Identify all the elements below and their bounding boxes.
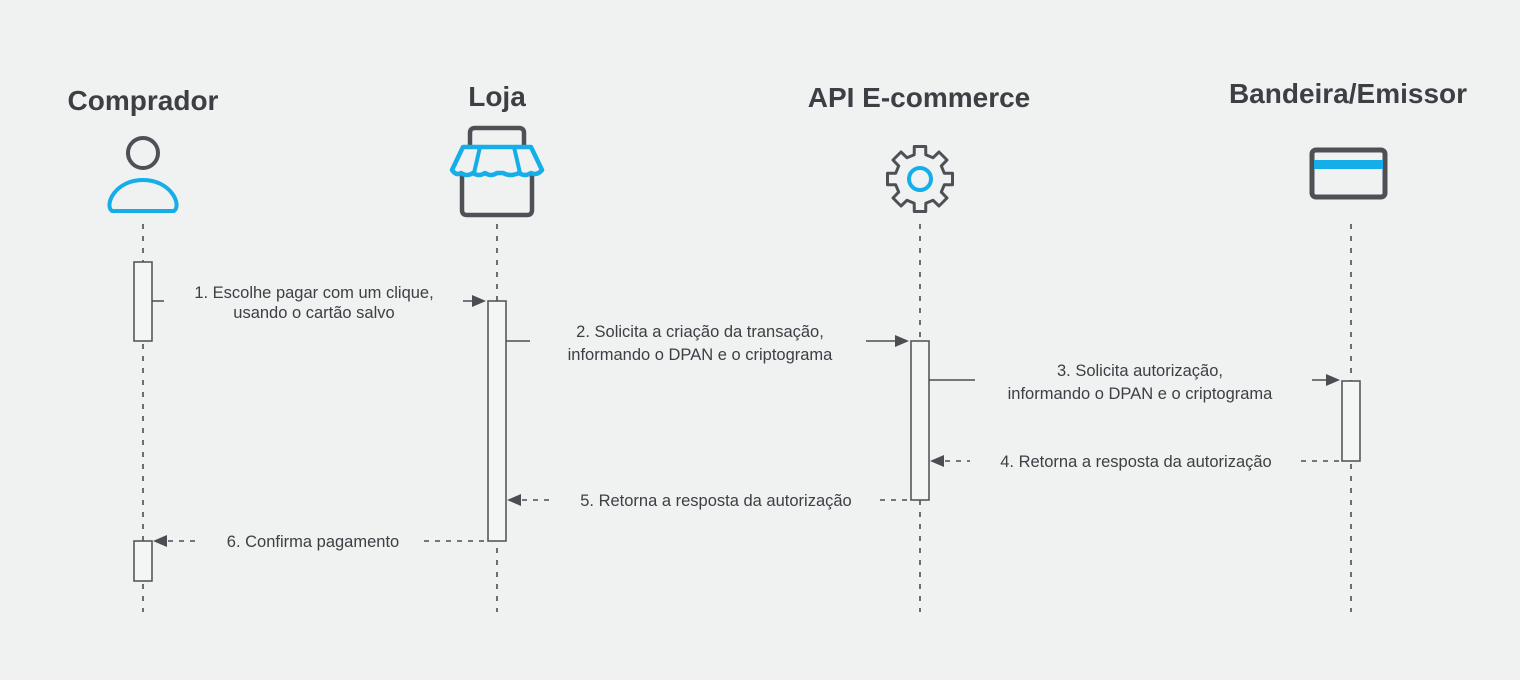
message-1: 1. Escolhe pagar com um clique, usando o… [152,284,486,322]
actor-title-comprador: Comprador [68,85,219,116]
arrowhead [1326,374,1340,386]
actor-title-api: API E-commerce [808,82,1031,113]
message-2: 2. Solicita a criação da transação, info… [506,323,909,364]
message-label: 5. Retorna a resposta da autorização [580,492,852,510]
arrowhead [153,535,167,547]
actor-title-bandeira: Bandeira/Emissor [1229,78,1467,109]
gear-icon [886,145,954,213]
message-6: 6. Confirma pagamento [153,533,487,551]
activation-loja [487,300,507,542]
credit-card-icon [1309,147,1388,200]
message-label: informando o DPAN e o criptograma [1008,385,1274,403]
message-4: 4. Retorna a resposta da autorização [930,453,1341,471]
activation-api [910,340,930,501]
message-label: 4. Retorna a resposta da autorização [1000,453,1272,471]
message-label: usando o cartão salvo [233,304,394,322]
arrowhead [472,295,486,307]
activation-bandeira [1341,380,1361,462]
message-3: 3. Solicita autorização, informando o DP… [929,362,1340,403]
activation-comprador-2 [133,540,153,582]
message-label: 3. Solicita autorização, [1057,362,1223,380]
store-icon [449,125,545,218]
arrowhead [930,455,944,467]
actor-title-loja: Loja [468,81,526,112]
arrowhead [895,335,909,347]
message-5: 5. Retorna a resposta da autorização [507,492,910,510]
arrowhead [507,494,521,506]
message-label: 6. Confirma pagamento [227,533,399,551]
activation-comprador-1 [133,261,153,342]
message-label: 1. Escolhe pagar com um clique, [194,284,433,302]
user-icon [107,136,179,213]
message-label: 2. Solicita a criação da transação, [576,323,824,341]
message-label: informando o DPAN e o criptograma [568,346,834,364]
